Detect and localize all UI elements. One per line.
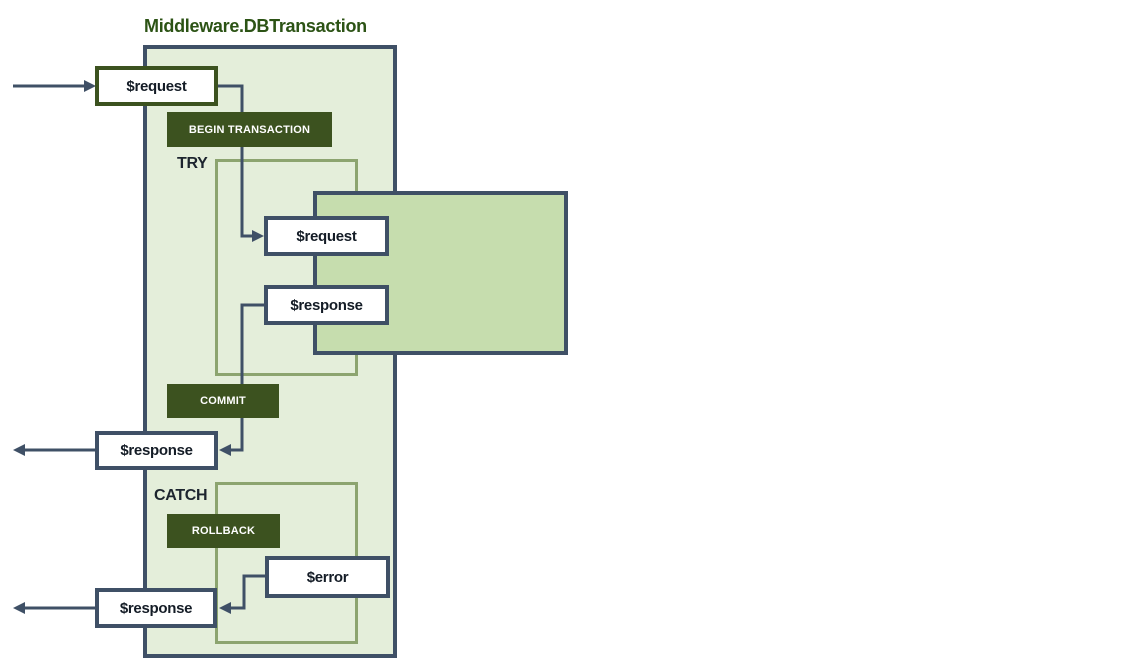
catch-left-arrowhead-icon bbox=[13, 602, 25, 614]
output-left-arrowhead-icon bbox=[13, 444, 25, 456]
catch-response-box: $response bbox=[95, 588, 217, 628]
error-to-response-line bbox=[231, 574, 266, 610]
subprocess-box bbox=[313, 191, 568, 355]
input-arrowhead-icon bbox=[84, 80, 96, 92]
inner-request-box: $request bbox=[264, 216, 389, 256]
response-to-output-line bbox=[231, 303, 264, 452]
commit-step: COMMIT bbox=[167, 384, 279, 418]
try-label: TRY bbox=[177, 155, 208, 172]
input-request-box: $request bbox=[95, 66, 218, 106]
request-to-inner-line bbox=[218, 84, 252, 238]
begin-transaction-step: BEGIN TRANSACTION bbox=[167, 112, 332, 147]
catch-response-arrowhead-icon bbox=[219, 602, 231, 614]
inner-response-box: $response bbox=[264, 285, 389, 325]
output-response-box: $response bbox=[95, 431, 218, 470]
error-box: $error bbox=[265, 556, 390, 598]
rollback-step: ROLLBACK bbox=[167, 514, 280, 548]
catch-label: CATCH bbox=[154, 487, 208, 504]
output-response-arrowhead-icon bbox=[219, 444, 231, 456]
inner-request-arrowhead-icon bbox=[252, 230, 264, 242]
diagram-title: Middleware.DBTransaction bbox=[144, 16, 367, 36]
